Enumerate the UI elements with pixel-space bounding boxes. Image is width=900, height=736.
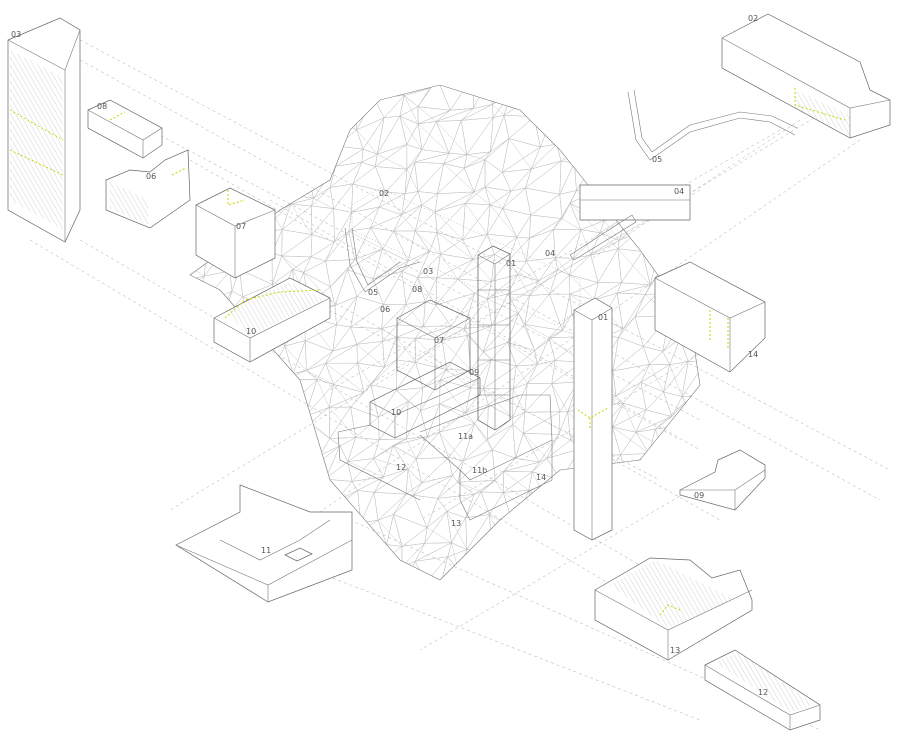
label-07: 07 <box>236 222 246 231</box>
component-08 <box>87 99 163 159</box>
label-01: 01 <box>598 313 608 322</box>
center-label-02: 02 <box>379 189 389 198</box>
component-02-long-bar <box>721 13 891 139</box>
component-06 <box>105 149 191 229</box>
component-01-tower <box>573 297 613 541</box>
center-label-03: 03 <box>423 267 433 276</box>
center-label-09: 09 <box>469 368 479 377</box>
center-label-07: 07 <box>434 336 444 345</box>
label-12: 12 <box>758 688 768 697</box>
component-13 <box>594 557 753 661</box>
center-label-10: 10 <box>391 408 401 417</box>
label-04: 04 <box>674 187 684 196</box>
label-14: 14 <box>748 350 758 359</box>
label-10: 10 <box>246 327 256 336</box>
label-03: 03 <box>11 30 21 39</box>
component-03-wall <box>7 17 81 243</box>
component-11 <box>175 484 353 603</box>
center-label-05: 05 <box>368 288 378 297</box>
center-label-04: 04 <box>545 249 555 258</box>
center-label-14: 14 <box>536 473 546 482</box>
center-labels: 02 04 01 05 03 08 06 07 09 10 11a 11b 12… <box>368 189 555 528</box>
central-assembly <box>337 187 581 521</box>
label-02: 02 <box>748 14 758 23</box>
label-13: 13 <box>670 646 680 655</box>
label-08: 08 <box>97 102 107 111</box>
label-11: 11 <box>261 546 271 555</box>
component-07-cube <box>195 187 276 279</box>
component-10 <box>213 277 331 363</box>
center-label-11b: 11b <box>472 466 487 475</box>
component-09 <box>679 449 766 511</box>
label-09: 09 <box>694 491 704 500</box>
center-label-01: 01 <box>506 259 516 268</box>
center-label-12: 12 <box>396 463 406 472</box>
label-05: 05 <box>652 155 662 164</box>
component-04 <box>569 184 691 261</box>
outer-labels: 03 08 06 07 10 02 05 04 01 14 09 11 13 1… <box>11 14 768 697</box>
center-label-11a: 11a <box>458 432 473 441</box>
component-14 <box>654 261 766 373</box>
label-06: 06 <box>146 172 156 181</box>
center-label-06: 06 <box>380 305 390 314</box>
component-12-ramp <box>704 649 821 731</box>
component-05-stair <box>627 89 798 161</box>
center-label-13: 13 <box>451 519 461 528</box>
center-label-08: 08 <box>412 285 422 294</box>
